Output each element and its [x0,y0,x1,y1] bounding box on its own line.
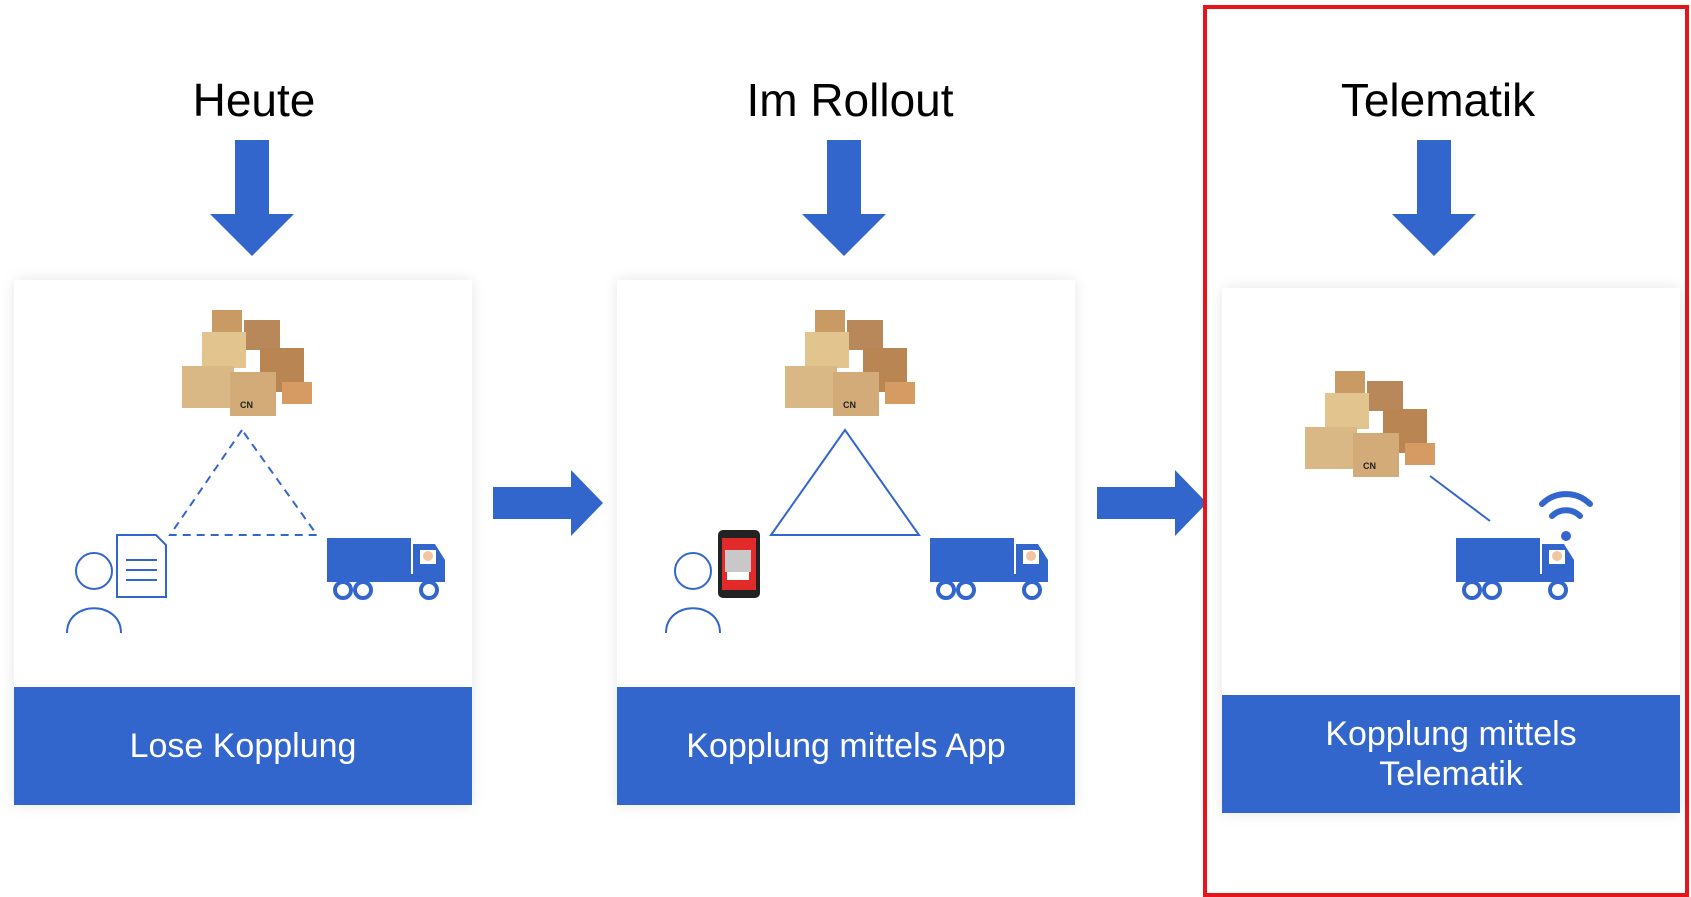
illustration-lose-kopplung: CN [66,310,445,634]
svg-text:CN: CN [843,400,856,410]
person-icon [665,552,721,634]
wifi-signal-icon [1539,491,1593,541]
svg-text:CN: CN [240,400,253,410]
parcel-stack-icon: CN [182,310,312,416]
parcel-stack-icon: CN [1305,371,1435,477]
truck-icon [1456,538,1574,600]
card-lose-kopplung: CN Lose Kopplung [14,280,472,805]
truck-icon [930,538,1048,600]
smartphone-app-icon [718,530,760,598]
truck-icon [327,538,445,600]
stage-title-im-rollout: Im Rollout [746,74,954,126]
down-arrow-icon [802,140,886,256]
svg-text:CN: CN [1363,461,1376,471]
direct-link-line [1429,475,1491,522]
caption-kopplung-app: Kopplung mittels App [617,687,1075,805]
parcel-stack-icon: CN [785,310,915,416]
stage-title-heute: Heute [192,74,316,126]
stage-title-telematik: Telematik [1340,74,1536,126]
illustration-kopplung-app: CN [665,310,1048,634]
person-with-document-icon [66,534,167,634]
highlight-frame-telematik [1203,5,1689,897]
dashed-triangle-link [168,428,319,536]
caption-kopplung-telematik: Kopplung mittels Telematik [1222,695,1680,813]
down-arrow-icon [210,140,294,256]
card-kopplung-app: CN Kopplung mittels App [617,280,1075,805]
illustration-kopplung-telematik: CN [1305,371,1593,600]
right-arrow-icon [1097,470,1207,536]
right-arrow-icon [493,470,603,536]
down-arrow-icon [1392,140,1476,256]
card-kopplung-telematik: CN Kopplung mittels Telematik [1222,288,1680,813]
caption-lose-kopplung: Lose Kopplung [14,687,472,805]
solid-triangle-link [769,428,921,536]
